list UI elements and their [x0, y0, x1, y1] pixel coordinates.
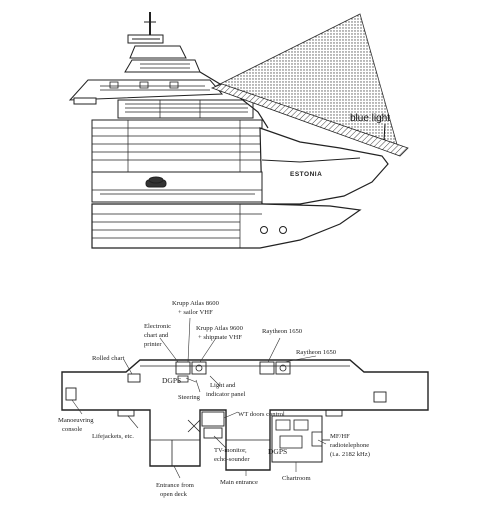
label-light-panel-2: indicator panel [206, 391, 246, 398]
right-wing-console [373, 391, 387, 403]
bridge-floor-plan [61, 359, 429, 471]
lifejacket-locker [117, 409, 135, 417]
blue-light-leader [383, 123, 386, 141]
label-lifejackets: Lifejackets, etc. [92, 433, 134, 440]
ship-name-label: ESTONIA [290, 171, 322, 178]
bridge-outline [61, 359, 429, 471]
label-tv-monitor-1: TV-monitor, [214, 447, 247, 454]
label-electronic-chart-3: printer [144, 341, 162, 348]
label-mf-hf-3: (i.a. 2182 kHz) [330, 451, 370, 458]
label-entrance-deck-1: Entrance from [156, 482, 195, 489]
tv-monitor-box [201, 411, 225, 427]
label-krupp-8600: Krupp Atlas 8600 [172, 300, 220, 307]
ship-side-view [68, 12, 409, 249]
plan-labels: Krupp Atlas 8600 + sailor VHF Electronic… [58, 300, 370, 498]
label-mf-hf-2: radiotelephone [330, 442, 369, 449]
manoeuvring-console [65, 387, 77, 401]
label-krupp-9600: Krupp Atlas 9600 [196, 325, 244, 332]
label-shipmate-vhf: + shipmate VHF [198, 334, 242, 341]
label-dgps-left: DGPS [162, 376, 181, 385]
label-manoeuvring-1: Manoeuvring [58, 417, 94, 424]
label-chartroom: Chartroom [282, 475, 311, 482]
label-mf-hf-1: MF/HF [330, 433, 350, 440]
label-tv-monitor-2: echo-sounder [214, 456, 250, 463]
raytheon-unit-1 [259, 361, 275, 375]
label-raytheon-2: Raytheon 1650 [296, 349, 337, 356]
rolled-chart-box [127, 373, 141, 383]
label-electronic-chart-2: chart and [144, 332, 169, 339]
mf-hf-unit [311, 431, 323, 447]
raytheon-unit-2 [275, 361, 291, 375]
electronic-chart-unit [175, 361, 191, 375]
label-main-entrance: Main entrance [220, 479, 258, 486]
label-entrance-deck-2: open deck [160, 491, 188, 498]
blue-light-label: blue light [350, 113, 390, 124]
label-electronic-chart: Electronic [144, 323, 171, 330]
label-manoeuvring-2: console [62, 426, 82, 433]
label-raytheon-1: Raytheon 1650 [262, 328, 303, 335]
label-light-panel-1: Light and [210, 382, 236, 389]
label-sailor-vhf: + sailor VHF [178, 309, 213, 316]
leader-lines [71, 317, 327, 479]
label-rolled-chart: Rolled chart [92, 355, 125, 362]
label-steering: Steering [178, 394, 201, 401]
krupp-radar-unit [191, 361, 207, 375]
label-dgps-right: DGPS [268, 447, 287, 456]
label-wt-doors: WT doors control [238, 411, 285, 418]
